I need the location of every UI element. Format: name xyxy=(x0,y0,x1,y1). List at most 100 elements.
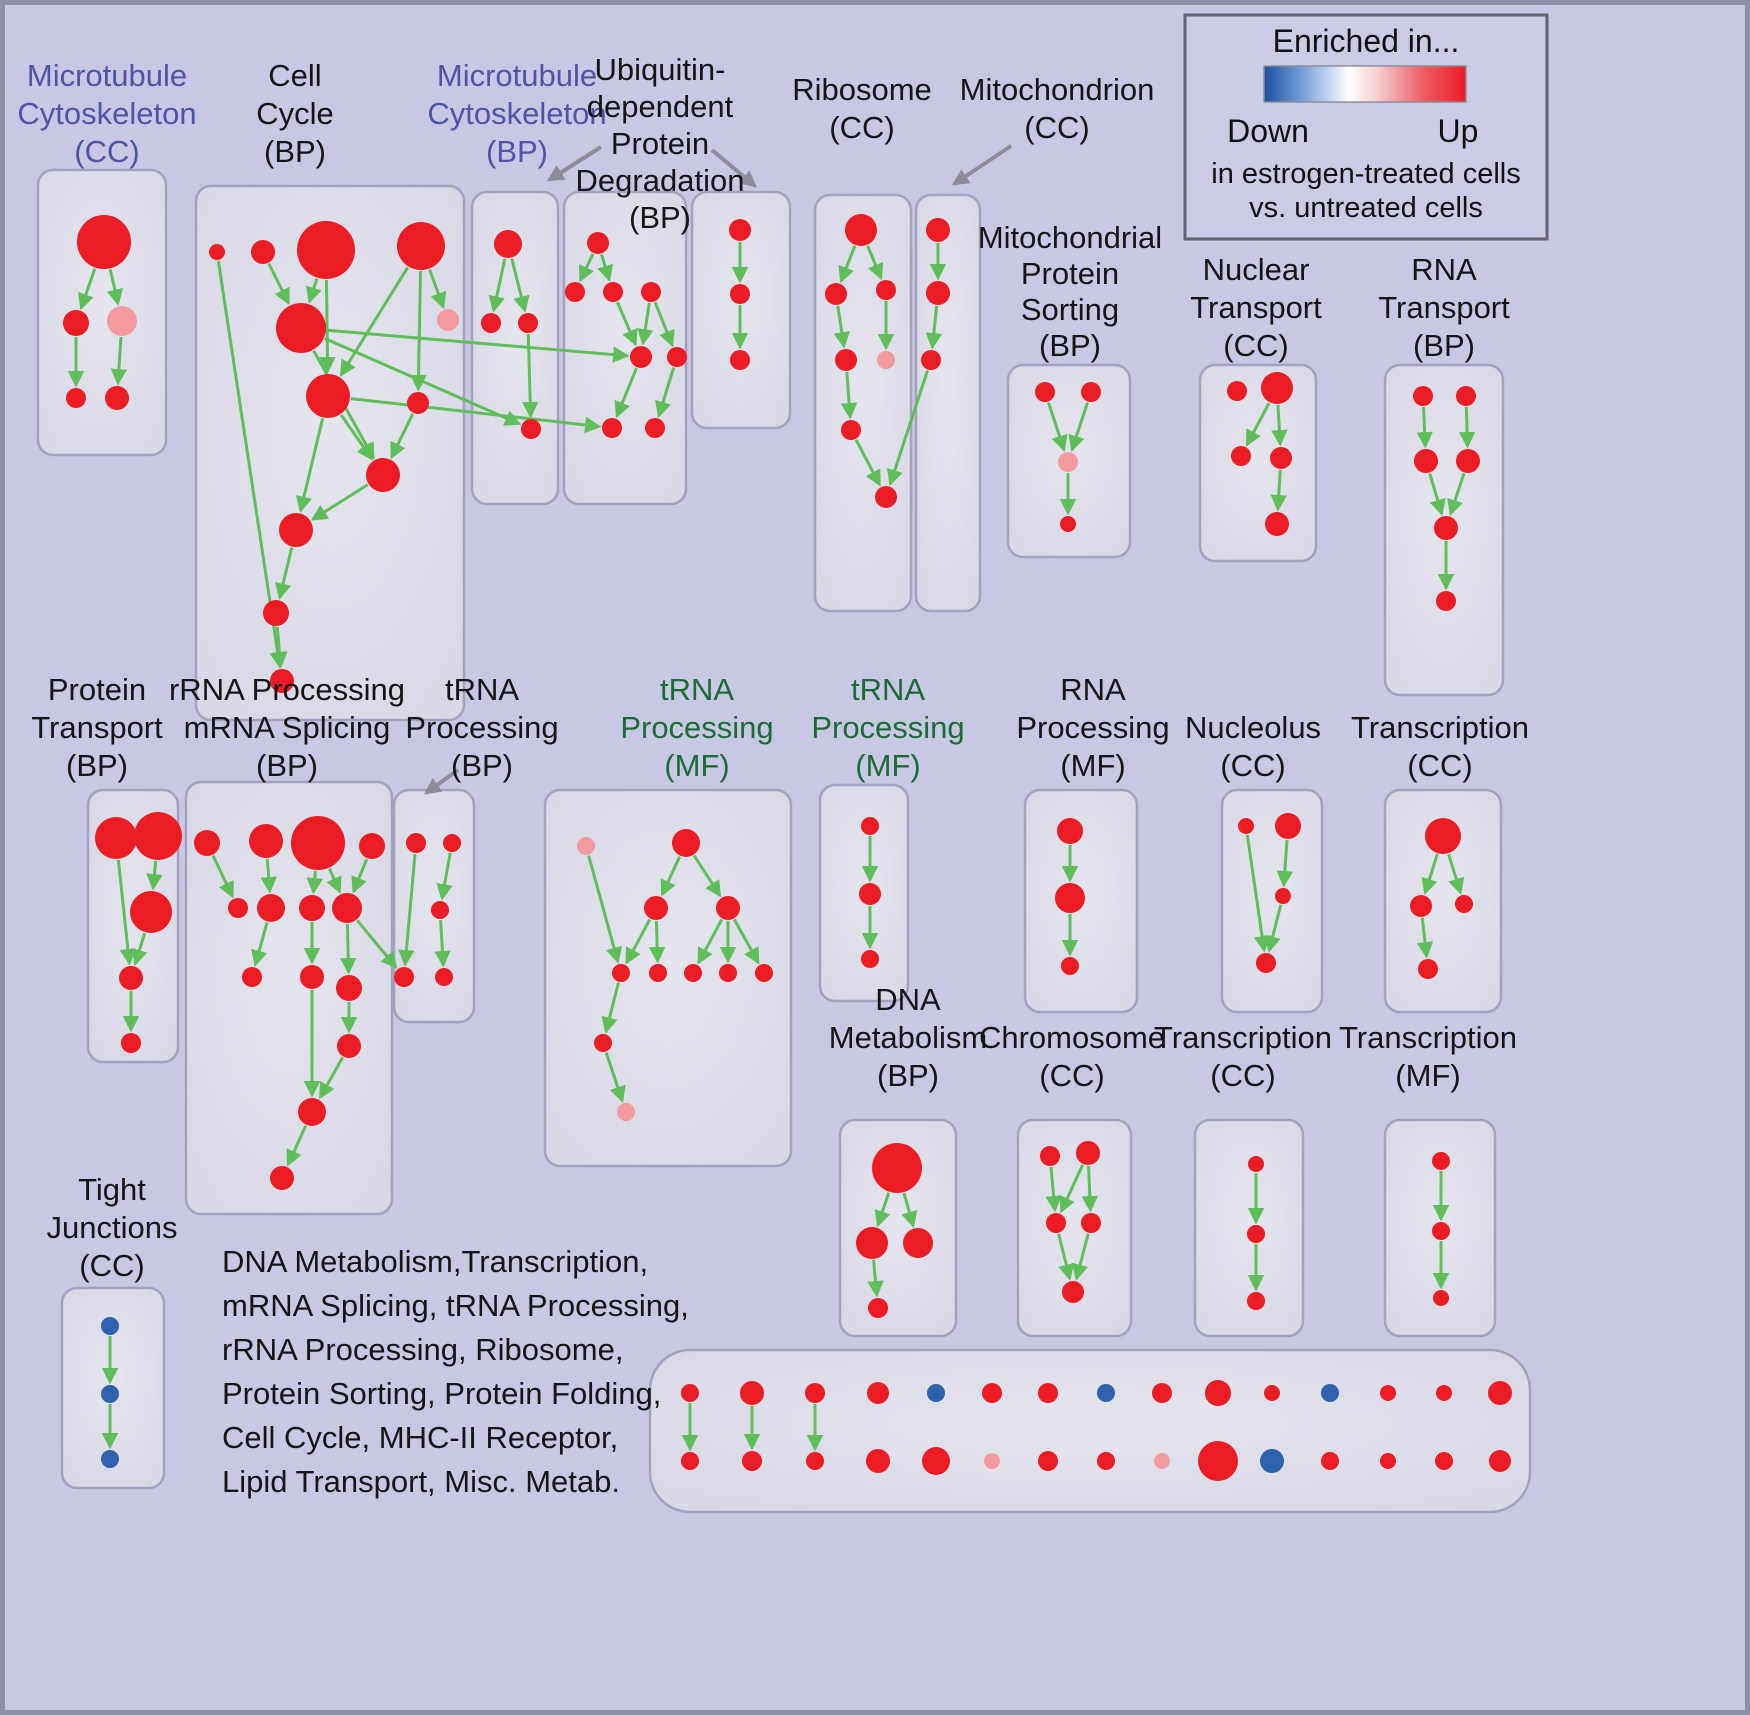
edge-arrow xyxy=(1416,406,1433,449)
label-pointer-arrow-1 xyxy=(546,145,603,182)
gene-node-x8b xyxy=(1097,1452,1115,1470)
label-misc-list-line-2: mRNA Splicing, tRNA Processing, xyxy=(222,1288,689,1323)
label-ribosome-line-2: (CC) xyxy=(829,110,894,145)
edge-arrow xyxy=(116,859,137,966)
label-cell-cycle-line-3: (BP) xyxy=(264,134,326,169)
edge-arrow xyxy=(1447,853,1465,895)
gene-node-m4 xyxy=(394,967,414,987)
gene-node-h2 xyxy=(1081,382,1101,402)
gene-node-t4 xyxy=(1081,1213,1101,1233)
gene-node-x3b xyxy=(806,1452,824,1470)
gene-node-x1t xyxy=(681,1384,699,1402)
edge-arrow xyxy=(319,279,336,374)
edge-arrow xyxy=(1428,473,1446,516)
cluster-box-trna-mf-large xyxy=(543,788,793,1168)
edge-arrow xyxy=(260,858,277,894)
cluster-box-ribosome-cc xyxy=(813,193,913,613)
label-trna-bp-line-2: Processing xyxy=(405,710,558,745)
label-chromosome: Chromosome(CC) xyxy=(979,1020,1165,1093)
gene-node-i2 xyxy=(1261,372,1293,404)
edge-arrow xyxy=(838,245,857,284)
gene-node-l12 xyxy=(337,1034,361,1058)
gene-node-n1 xyxy=(577,837,595,855)
label-misc-list-line-4: Protein Sorting, Protein Folding, xyxy=(222,1376,661,1411)
label-ribosome-line-1: Ribosome xyxy=(792,72,932,107)
gene-node-o3 xyxy=(861,950,879,968)
edge-arrow xyxy=(886,369,929,487)
gene-node-o2 xyxy=(859,883,881,905)
edge-arrow xyxy=(295,418,325,513)
gene-node-r4 xyxy=(1418,959,1438,979)
label-protein-transport-line-2: Transport xyxy=(31,710,163,745)
edge-arrow xyxy=(1057,1233,1075,1281)
gene-node-h1 xyxy=(1035,382,1055,402)
label-rna-transport-line-3: (BP) xyxy=(1413,328,1475,363)
label-nuclear-transport-line-3: (CC) xyxy=(1223,328,1288,363)
gene-node-q3 xyxy=(1275,888,1291,904)
gene-node-d3 xyxy=(603,282,623,302)
label-transcription-mf: Transcription(MF) xyxy=(1339,1020,1517,1093)
gene-node-c2 xyxy=(481,313,501,333)
cluster-box-mitochondrion-cc xyxy=(914,193,982,613)
gene-node-e3 xyxy=(730,350,750,370)
edge-arrow xyxy=(319,1056,344,1100)
label-rna-processing-mf-line-2: Processing xyxy=(1016,710,1169,745)
label-trna-mf-2-line-3: (MF) xyxy=(855,748,920,783)
gene-node-r2 xyxy=(1410,895,1432,917)
gene-node-w1 xyxy=(101,1317,119,1335)
gene-node-x13b xyxy=(1380,1453,1396,1469)
cluster-box-nucleolus xyxy=(1220,788,1324,1014)
label-mitochondrion-line-2: (CC) xyxy=(1024,110,1089,145)
label-pointer-arrow-4 xyxy=(423,768,460,795)
gene-node-b2 xyxy=(251,240,275,264)
label-protein-transport-line-3: (BP) xyxy=(66,748,128,783)
edge-arrow xyxy=(1072,1233,1090,1281)
gene-node-x5b xyxy=(922,1447,950,1475)
edge-arrow xyxy=(1264,904,1283,953)
edge-arrow xyxy=(398,853,417,967)
label-misc-list-line-5: Cell Cycle, MHC-II Receptor, xyxy=(222,1420,618,1455)
edge-arrow xyxy=(356,919,398,969)
legend-title: Enriched in... xyxy=(1273,23,1460,59)
cluster-box-misc-collection xyxy=(648,1348,1532,1514)
gene-node-j5 xyxy=(1434,516,1458,540)
gene-node-s1 xyxy=(872,1143,922,1193)
gene-node-u3 xyxy=(1247,1292,1265,1310)
edge-arrow xyxy=(597,254,613,282)
gene-node-q1 xyxy=(1238,818,1254,834)
label-transcription-cc-1-line-2: (CC) xyxy=(1407,748,1472,783)
gene-node-x2b xyxy=(742,1451,762,1471)
pointer-arrows-layer xyxy=(423,144,1013,795)
edge-arrow xyxy=(434,919,451,968)
edge-arrow xyxy=(587,855,623,964)
label-microtubule-cc-line-3: (CC) xyxy=(74,134,139,169)
gene-node-n3 xyxy=(644,896,668,920)
edge-arrow xyxy=(1068,401,1089,453)
gene-node-d6 xyxy=(667,347,687,367)
edge-arrow xyxy=(1245,834,1271,953)
gene-node-n7 xyxy=(684,964,702,982)
gene-node-n4 xyxy=(716,896,740,920)
gene-node-x15t xyxy=(1488,1381,1512,1405)
edge-arrow xyxy=(306,870,323,895)
gene-node-e1 xyxy=(729,219,751,241)
cluster-box-transcription-cc-2 xyxy=(1193,1118,1305,1338)
gene-node-d2 xyxy=(565,282,585,302)
edge-arrow xyxy=(866,245,884,281)
gene-node-m3 xyxy=(431,901,449,919)
edge-arrow xyxy=(692,854,722,898)
gene-node-x15b xyxy=(1489,1450,1511,1472)
gene-node-b7 xyxy=(306,374,350,418)
edge-arrow xyxy=(305,278,322,304)
label-trna-mf-2-line-2: Processing xyxy=(811,710,964,745)
label-tight-junctions-line-2: Junctions xyxy=(47,1210,178,1245)
edge-arrow xyxy=(131,932,148,967)
cluster-box-chromosome xyxy=(1016,1118,1133,1338)
gene-node-o1 xyxy=(861,817,879,835)
label-dna-metabolism-line-3: (BP) xyxy=(877,1058,939,1093)
